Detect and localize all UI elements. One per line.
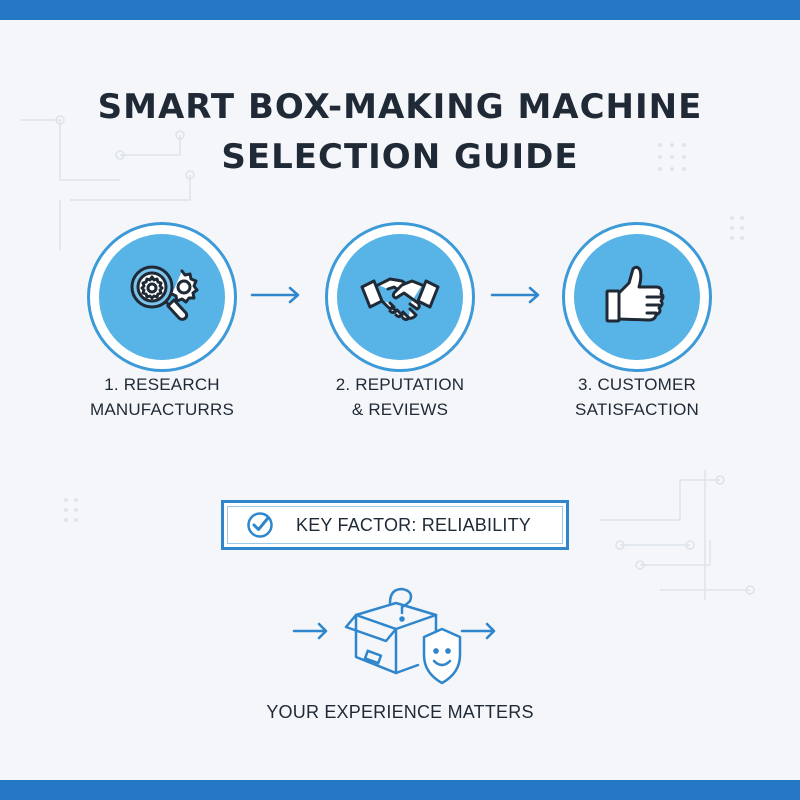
step-3-label-line-1: 3. CUSTOMER (577, 375, 697, 394)
page-title: SMART BOX-MAKING MACHINE SELECTION GUIDE (0, 82, 800, 182)
step-3-label: 3. CUSTOMER SATISFACTION (537, 372, 737, 422)
step-1-label-line-1: 1. RESEARCH (104, 375, 220, 394)
step-3-label-line-2: SATISFACTION (575, 400, 699, 419)
step-2-label: 2. REPUTATION & REVIEWS (300, 372, 500, 422)
arrow-right-icon (250, 286, 300, 304)
step-2-label-line-1: 2. REPUTATION (335, 375, 465, 394)
arrow-right-icon (460, 622, 496, 640)
title-line-2: SELECTION GUIDE (221, 137, 579, 177)
title-line-1: SMART BOX-MAKING MACHINE (97, 87, 703, 127)
check-circle-icon (247, 512, 273, 538)
step-2-label-line-2: & REVIEWS (351, 400, 449, 419)
step-2-circle (325, 222, 475, 372)
bottom-accent-bar (0, 780, 800, 800)
step-3-circle (562, 222, 712, 372)
step-1-circle (87, 222, 237, 372)
research-gear-magnifier-icon (130, 265, 199, 321)
step-1-label-line-2: MANUFACTURRS (89, 400, 235, 419)
arrow-right-icon (490, 286, 540, 304)
arrow-right-icon (292, 622, 328, 640)
top-accent-bar (0, 0, 800, 20)
handshake-icon (360, 277, 440, 321)
step-1-label: 1. RESEARCH MANUFACTURRS (62, 372, 262, 422)
box-question-shield-smile-icon (344, 587, 462, 685)
key-factor-text: KEY FACTOR: RELIABILITY (296, 515, 532, 535)
experience-label: YOUR EXPERIENCE MATTERS (266, 702, 534, 722)
thumbs-up-icon (605, 265, 665, 323)
key-factor-box: KEY FACTOR: RELIABILITY (221, 500, 569, 550)
